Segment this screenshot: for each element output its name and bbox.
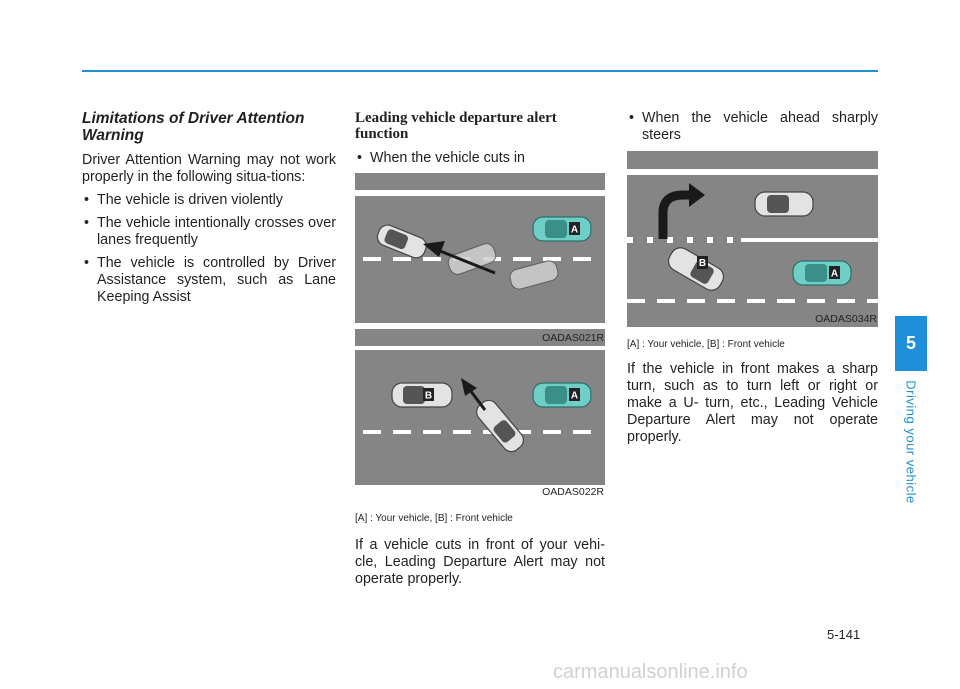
figure-oadas034r: B A OADAS034R: [627, 151, 878, 327]
chapter-number-tab: 5: [895, 316, 927, 371]
watermark: carmanualsonline.info: [553, 661, 748, 683]
sharp-turn-body: If the vehicle in front makes a sharp tu…: [627, 361, 878, 445]
page-number: 5-141: [827, 627, 861, 642]
figure-code: OADAS022R: [542, 486, 604, 498]
cut-in-list: When the vehicle cuts in: [355, 150, 605, 167]
cut-in-ahead-illustration: B A: [355, 350, 605, 500]
figure-oadas021r: A OADAS021R: [355, 173, 605, 346]
cut-in-illustration: A: [355, 173, 605, 346]
vehicle-label-b: B: [699, 258, 706, 269]
sharp-steer-list: When the vehicle ahead sharply steers: [627, 110, 878, 144]
vehicle-label-b: B: [425, 391, 432, 402]
vehicle-label-a: A: [571, 391, 578, 402]
chapter-title-label: Driving your vehicle: [903, 380, 919, 504]
column-driver-attention-limitations: Limitations of Driver Attention Warning …: [82, 110, 336, 312]
list-item: When the vehicle cuts in: [355, 150, 605, 167]
header-rule: [82, 70, 878, 72]
list-item: The vehicle is controlled by Driver Assi…: [82, 255, 336, 306]
column-leading-vehicle-departure: Leading vehicle departure alert function…: [355, 110, 605, 594]
arrow-icon: [461, 378, 487, 411]
turn-arrow-icon: [658, 183, 705, 239]
your-vehicle-car-icon: A: [532, 382, 592, 408]
your-vehicle-car-icon: A: [792, 260, 852, 286]
limitations-intro: Driver Attention Warning may not work pr…: [82, 152, 336, 185]
your-vehicle-car-icon: A: [532, 216, 592, 242]
front-vehicle-car-icon: [376, 224, 427, 259]
sharp-turn-illustration: B A: [627, 151, 878, 327]
column-sharp-steer: When the vehicle ahead sharply steers: [627, 110, 878, 452]
figure-code: OADAS034R: [815, 313, 877, 325]
figure-oadas022r: B A OADAS022R: [355, 350, 605, 500]
figure-caption: [A] : Your vehicle, [B] : Front vehicle: [355, 513, 513, 524]
list-item: The vehicle is driven violently: [82, 192, 336, 209]
vehicle-label-a: A: [571, 225, 578, 236]
front-vehicle-car-icon: B: [391, 382, 453, 408]
figure-caption: [A] : Your vehicle, [B] : Front vehicle: [627, 339, 785, 350]
other-vehicle-car-icon: [754, 191, 814, 217]
section-heading-limitations: Limitations of Driver Attention Warning: [82, 110, 305, 144]
section-heading-departure-alert: Leading vehicle departure alert function: [355, 110, 557, 142]
list-item: When the vehicle ahead sharply steers: [627, 110, 878, 144]
figure-code: OADAS021R: [542, 332, 604, 344]
list-item: The vehicle intentionally crosses over l…: [82, 215, 336, 249]
cut-in-body: If a vehicle cuts in front of your vehi-…: [355, 537, 605, 587]
chapter-title-tab: Driving your vehicle: [896, 380, 926, 504]
arrow-icon: [423, 241, 496, 275]
front-vehicle-car-icon: B: [667, 247, 725, 291]
vehicle-label-a: A: [831, 269, 838, 280]
limitations-list: The vehicle is driven violently The vehi…: [82, 192, 336, 306]
